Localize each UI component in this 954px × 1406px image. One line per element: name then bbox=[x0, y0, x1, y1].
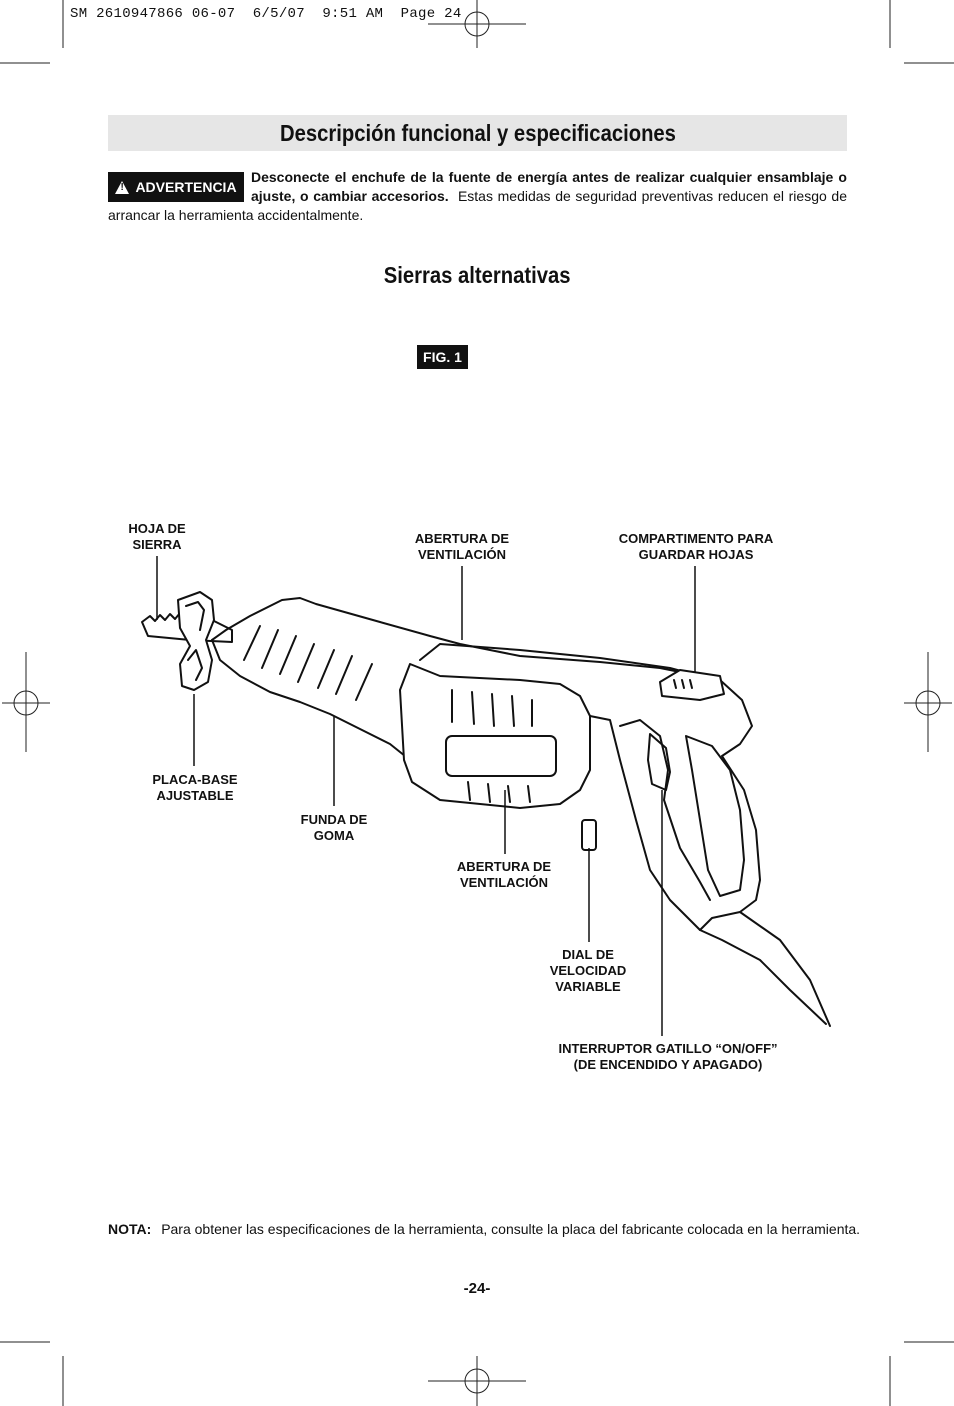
label-trigger-switch: INTERRUPTOR GATILLO “ON/OFF” (DE ENCENDI… bbox=[558, 1041, 778, 1072]
figure-badge: FIG. 1 bbox=[417, 345, 468, 369]
warning-bold-text: Desconecte el enchufe de la fuente de en… bbox=[251, 169, 847, 204]
label-blade-storage: COMPARTIMENTO PARA GUARDAR HOJAS bbox=[618, 531, 774, 562]
note-label: NOTA: bbox=[108, 1221, 152, 1237]
label-speed-dial: DIAL DE VELOCIDAD VARIABLE bbox=[549, 947, 627, 994]
warning-badge: ! ADVERTENCIA bbox=[108, 172, 244, 202]
label-vent-bottom: ABERTURA DE VENTILACIÓN bbox=[456, 859, 552, 890]
label-adjustable-footplate: PLACA-BASE AJUSTABLE bbox=[152, 772, 238, 803]
label-rubber-boot: FUNDA DE GOMA bbox=[300, 812, 368, 843]
page-number: -24- bbox=[463, 1280, 491, 1297]
warning-triangle-icon: ! bbox=[115, 180, 130, 194]
note: NOTA: Para obtener las especificaciones … bbox=[108, 1221, 868, 1237]
warning-paragraph: Desconecte el enchufe de la fuente de en… bbox=[108, 168, 847, 225]
print-slug: SM 2610947866 06-07 6/5/07 9:51 AM Page … bbox=[70, 6, 462, 22]
page-title: Descripción funcional y especificaciones bbox=[279, 119, 676, 146]
warning-normal-text: Estas medidas de seguridad preventivas r… bbox=[108, 188, 847, 223]
warning-badge-label: ADVERTENCIA bbox=[135, 179, 237, 195]
section-subtitle: Sierras alternativas bbox=[0, 262, 954, 289]
note-text: Para obtener las especificaciones de la … bbox=[161, 1221, 861, 1237]
label-saw-blade: HOJA DE SIERRA bbox=[128, 521, 186, 552]
label-vent-top: ABERTURA DE VENTILACIÓN bbox=[414, 531, 510, 562]
page-title-bar: Descripción funcional y especificaciones bbox=[108, 115, 847, 151]
section-subtitle-text: Sierras alternativas bbox=[383, 262, 571, 288]
